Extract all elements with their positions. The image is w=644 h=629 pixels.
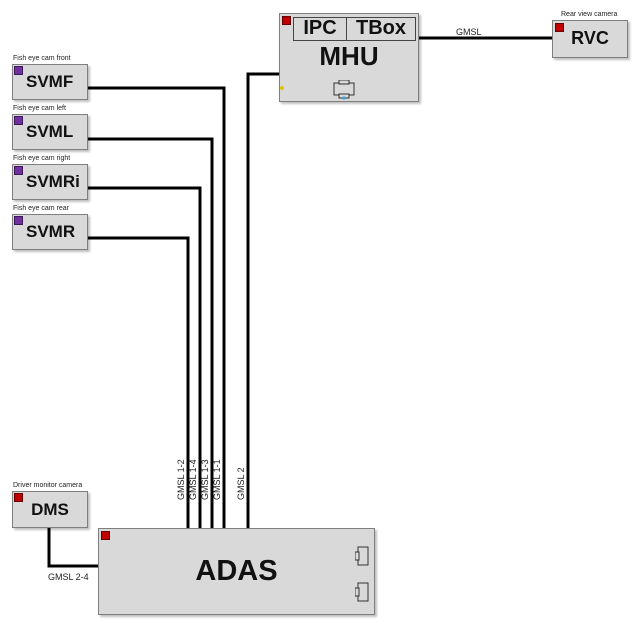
mhu-node[interactable]: IPC TBox MHU xyxy=(279,13,419,102)
dms-title: DMS xyxy=(31,500,69,519)
svmr-caption: Fish eye cam rear xyxy=(13,205,70,212)
svmf-marker xyxy=(14,66,23,75)
mhu-tbox-block[interactable]: TBox xyxy=(346,17,416,41)
wire-dms-adas xyxy=(47,528,98,568)
svmr-title: SVMR xyxy=(26,222,76,241)
wire-svmri-adas xyxy=(88,186,202,528)
wire-svml-adas xyxy=(88,137,214,528)
mhu-ipc-block[interactable]: IPC xyxy=(293,17,347,41)
dms-marker xyxy=(14,493,23,502)
mhu-port-icon xyxy=(333,80,355,100)
adas-node[interactable]: ADAS xyxy=(98,528,375,615)
svmf-node[interactable]: SVMF xyxy=(12,64,88,100)
dms-caption: Driver monitor camera xyxy=(13,482,83,489)
svml-title: SVML xyxy=(26,122,74,141)
label-svmf-adas: GMSL 1-1 xyxy=(212,459,222,500)
svmr-node[interactable]: SVMR xyxy=(12,214,88,250)
label-svmri-adas: GMSL 1-4 xyxy=(188,459,198,500)
rvc-title: RVC xyxy=(571,28,609,48)
wire-svmr-adas xyxy=(88,236,190,528)
label-rvc-mhu: GMSL xyxy=(456,27,482,37)
svmri-caption: Fish eye cam right xyxy=(13,155,71,162)
adas-marker xyxy=(101,531,110,540)
label-svmr-adas: GMSL 1-2 xyxy=(176,459,186,500)
rvc-caption: Rear view camera xyxy=(561,11,618,18)
rvc-node[interactable]: RVC xyxy=(552,20,628,58)
label-dms-adas: GMSL 2-4 xyxy=(48,572,89,582)
svmri-marker xyxy=(14,166,23,175)
mhu-title: MHU xyxy=(319,41,379,71)
mhu-port-dot xyxy=(280,86,284,90)
adas-port-icon-top xyxy=(355,546,369,566)
dms-node[interactable]: DMS xyxy=(12,491,88,528)
svml-caption: Fish eye cam left xyxy=(13,105,66,112)
wire-mhu-adas xyxy=(246,72,281,528)
mhu-marker xyxy=(282,16,291,25)
svmri-node[interactable]: SVMRi xyxy=(12,164,88,200)
svmf-title: SVMF xyxy=(26,72,74,91)
adas-title: ADAS xyxy=(195,555,278,587)
svmf-caption: Fish eye cam front xyxy=(13,55,71,62)
adas-port-icon-bottom xyxy=(355,582,369,602)
svml-node[interactable]: SVML xyxy=(12,114,88,150)
svmri-title: SVMRi xyxy=(26,172,80,191)
label-svml-adas: GMSL 1-3 xyxy=(200,459,210,500)
wire-svmf-adas xyxy=(88,86,226,528)
svmr-marker xyxy=(14,216,23,225)
rvc-marker xyxy=(555,23,564,32)
svml-marker xyxy=(14,116,23,125)
label-mhu-adas: GMSL 2 xyxy=(236,467,246,500)
